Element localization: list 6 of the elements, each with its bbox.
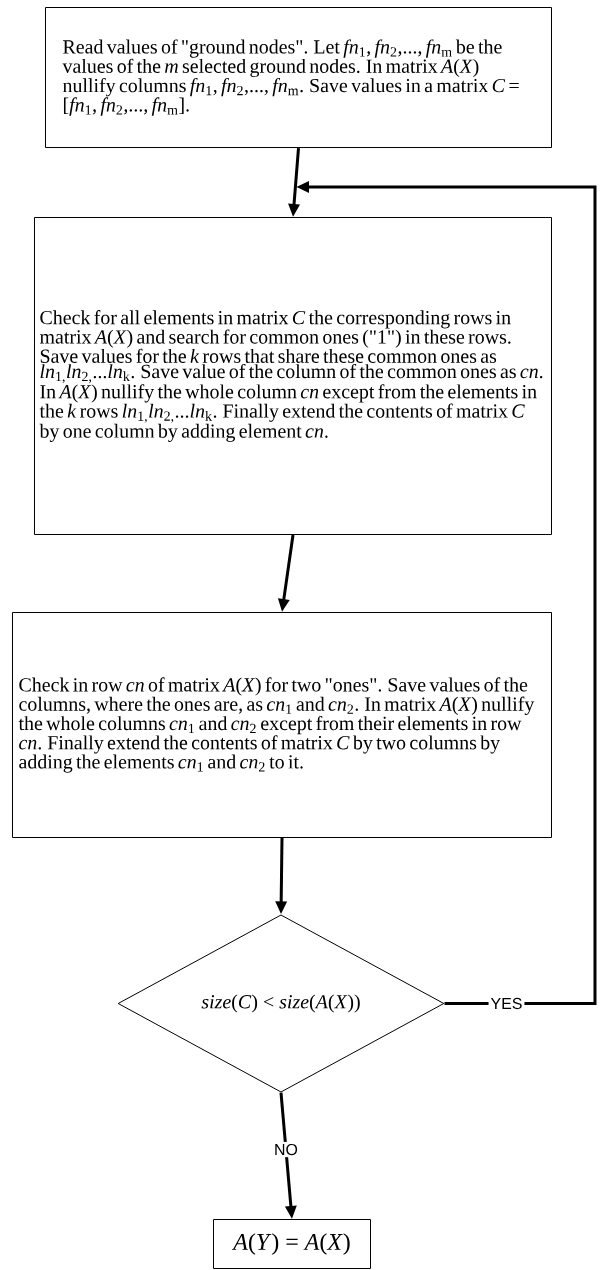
process-box: Check in row cn of matrixA(X) for two "ones". Save values of the columns, where the ones are, as cn$_{1}$ and cn$_{2}$. In matrixA(X) nullify the whole columns cn$_{1}$ and cn$_{2}$ except from their elements in row cn. Finally extend the contents of matrix C by two columns by adding the elements cn$_{1}$ and cn$_{2}$ to it.	[12, 612, 552, 838]
process-box: Check for all elements in matrix C the corresponding rows in matrixA(X) and search for common ones ("1") in these rows. Save values for the k rows that share these common ones as ln$_{1,}$ln$_{2,}$...ln$_{k}$. Save value of the column of the common ones as cn. InA(X) nullify the whole column cn except from the elements in the k rows ln$_{1,}$ln$_{2,}$...ln$_{k}$. Finally extend the contents of matrix C by one column by adding element cn.	[34, 217, 552, 535]
edge-label: YES	[488, 995, 525, 1012]
process-box: Read values of "ground nodes". Let fn$_{1}$, fn$_{2}$,..., fn$_{m}$ be the values of the m selected ground nodes. In matrixA(X) nullify columns fn$_{1}$, fn$_{2}$,..., fn$_{m}$. Save values in a matrix C = [fn$_{1}$, fn$_{2}$,..., fn$_{m}$].	[45, 7, 552, 148]
result-box: A(Y) = A(X)	[213, 1219, 371, 1269]
edge-label: NO	[272, 1141, 300, 1158]
